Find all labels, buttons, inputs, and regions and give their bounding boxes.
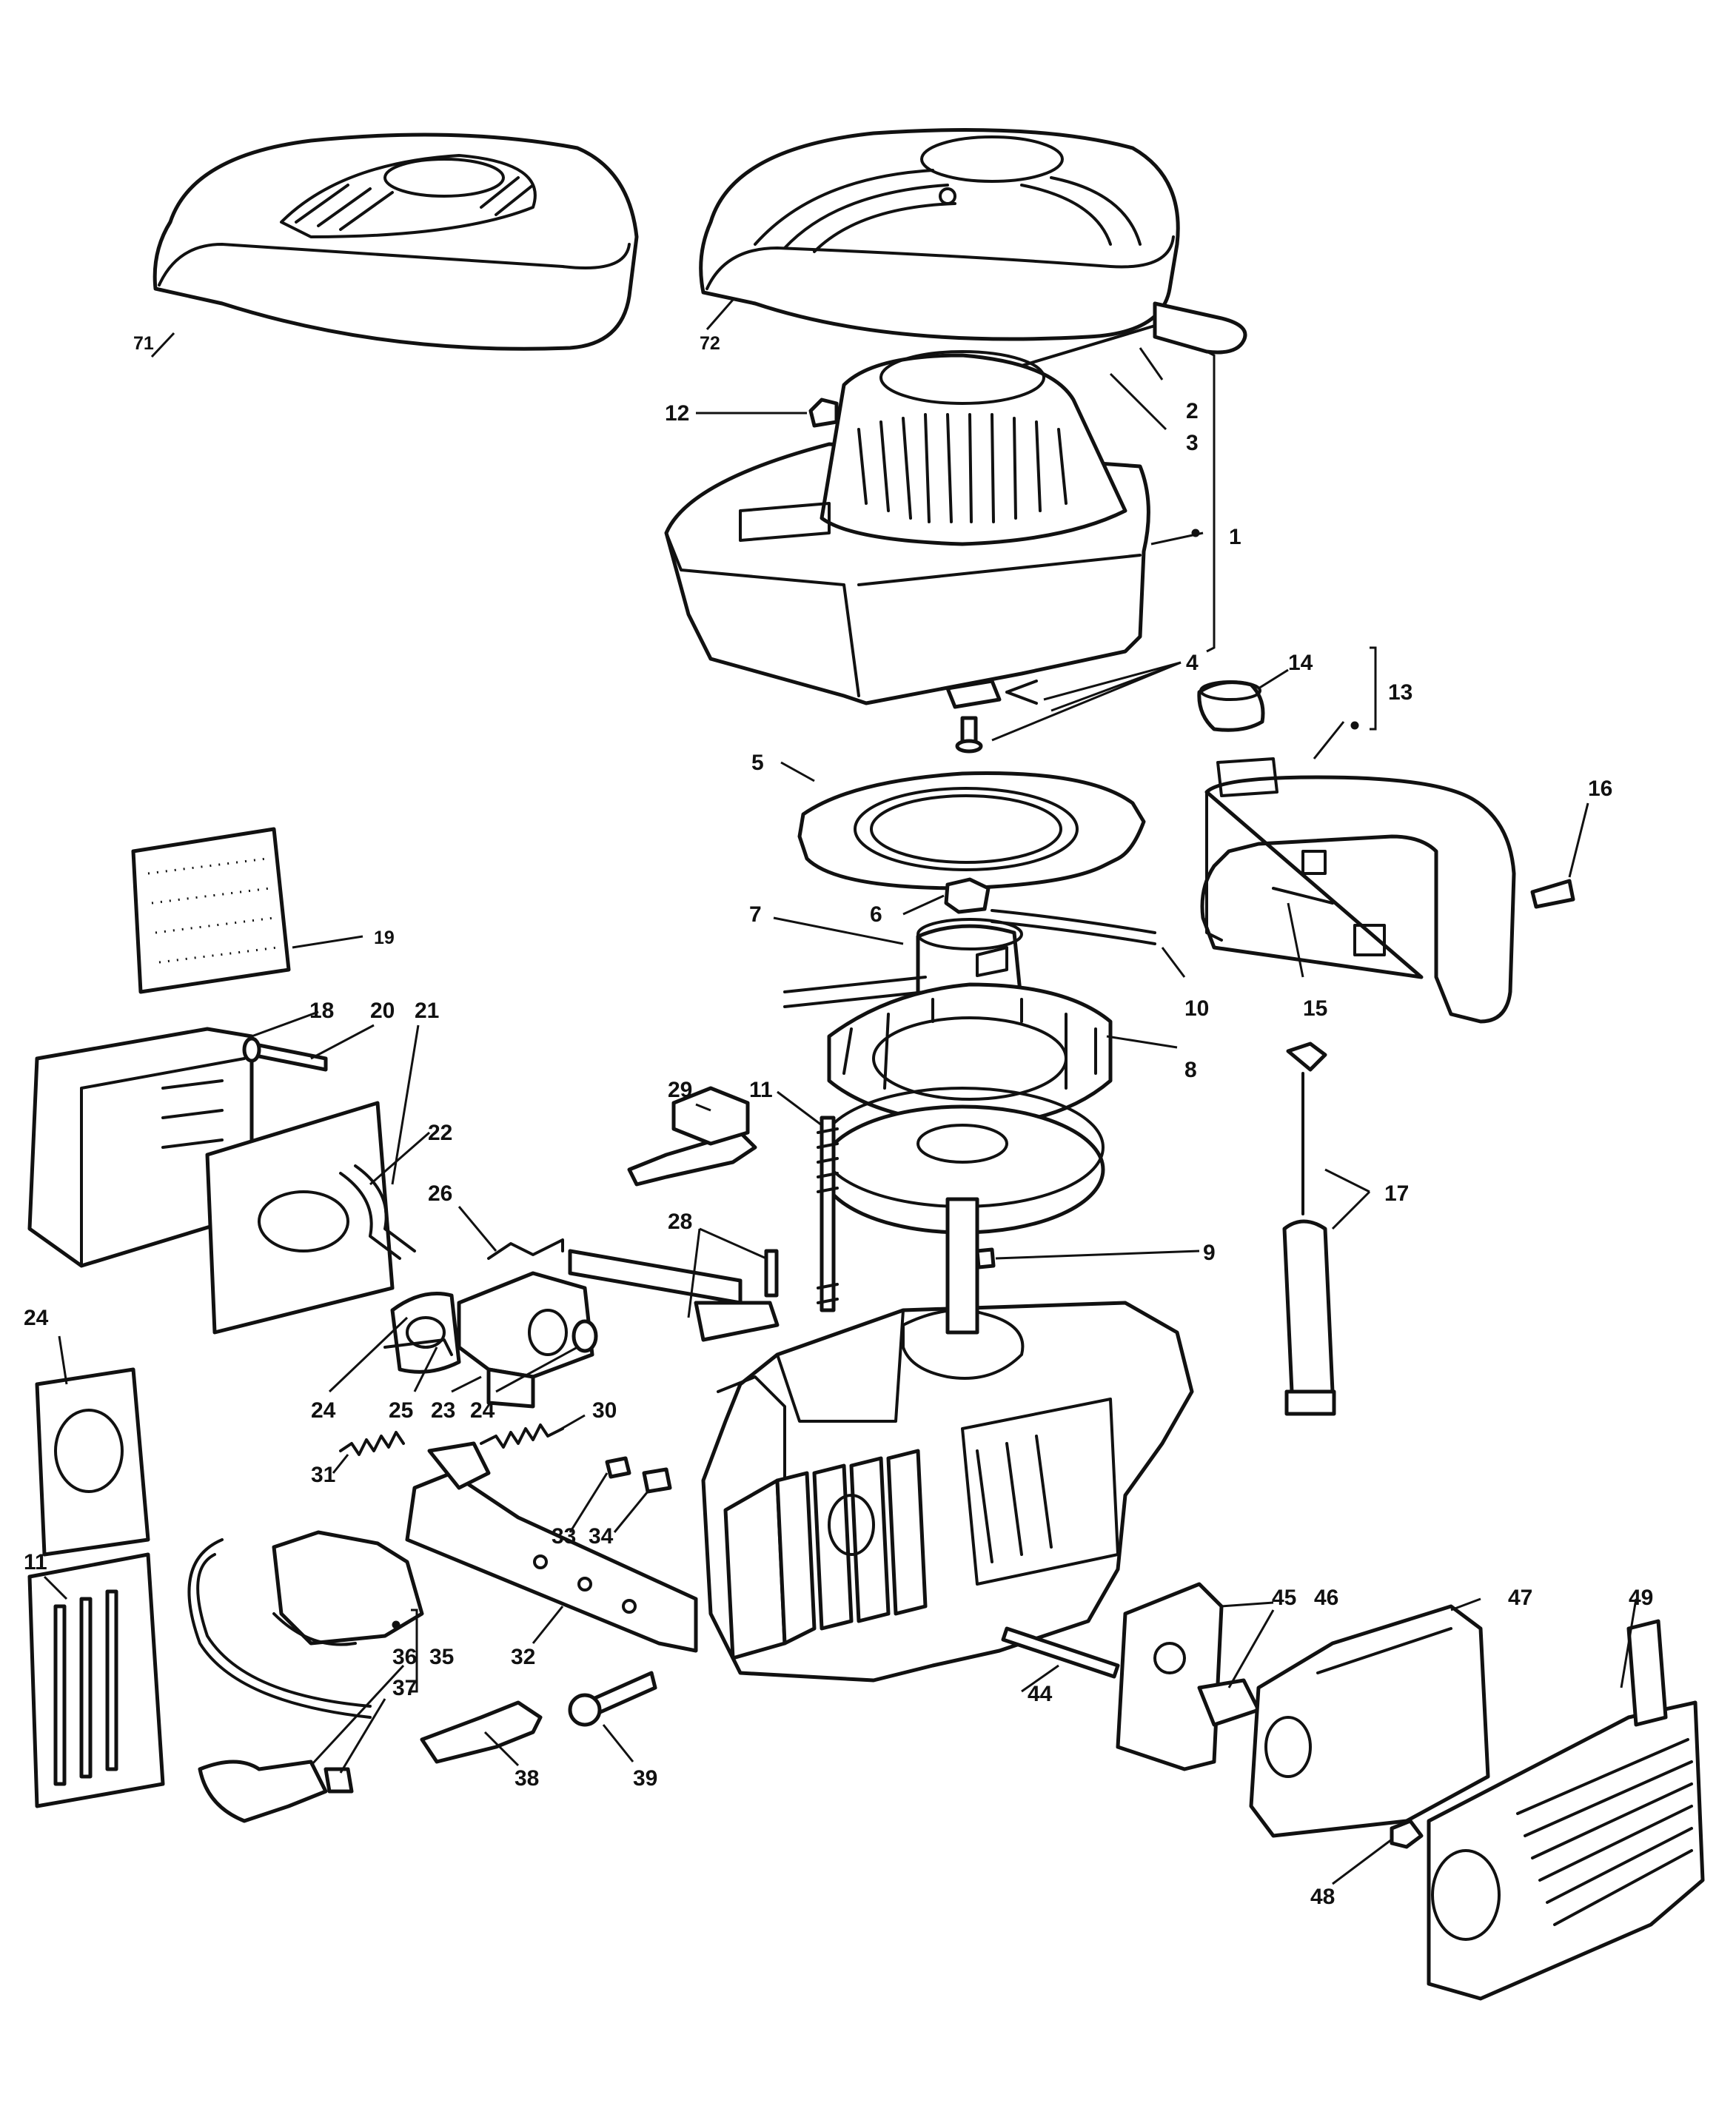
part-31-spring <box>339 1431 405 1456</box>
part-24-gasket-kit <box>35 1367 150 1557</box>
part-28-governor <box>568 1249 780 1342</box>
callout-44: 44 <box>1028 1682 1053 1706</box>
callout-10: 10 <box>1184 996 1209 1021</box>
part-15-pin <box>1272 887 1334 905</box>
callout-38: 38 <box>515 1766 539 1791</box>
callout-45: 45 <box>1272 1586 1296 1610</box>
callout-6: 6 <box>870 902 882 927</box>
part-engine-block <box>701 1197 1194 1683</box>
part-5-plate <box>797 771 1146 890</box>
part-34-clip <box>642 1467 672 1494</box>
callout-24-oring: 24 <box>470 1398 495 1423</box>
part-45-heat-shield <box>1116 1582 1224 1771</box>
callout-28: 28 <box>668 1210 692 1234</box>
part-19-filter <box>131 827 291 994</box>
callout-32: 32 <box>511 1645 535 1669</box>
callout-24-gasket: 24 <box>311 1398 336 1423</box>
callout-3: 3 <box>1186 431 1199 455</box>
callout-13: 13 <box>1388 680 1412 705</box>
part-49-muffler-guard <box>1427 1619 1705 2001</box>
part-33-screw <box>605 1456 631 1479</box>
part-1-blower-housing <box>664 350 1150 705</box>
callout-8: 8 <box>1184 1058 1197 1082</box>
callout-29: 29 <box>668 1078 692 1102</box>
callout-17: 17 <box>1384 1181 1409 1206</box>
part-37-clip <box>324 1767 354 1794</box>
part-12-nut <box>808 398 839 428</box>
part-25-link <box>383 1338 453 1356</box>
callout-23: 23 <box>431 1398 455 1423</box>
callout-49: 49 <box>1629 1586 1653 1610</box>
part-14-fuel-cap <box>1197 680 1265 732</box>
part-20-bolt <box>242 1036 328 1072</box>
part-16-screw <box>1530 879 1575 909</box>
part-32-control-plate <box>405 1441 698 1653</box>
callout-4: 4 <box>1186 651 1199 675</box>
part-30-spring <box>480 1423 564 1449</box>
part-29-bracket <box>627 1086 757 1187</box>
part-17-dipstick <box>1282 1042 1336 1416</box>
callout-5: 5 <box>751 751 764 775</box>
callout-36: 36 <box>392 1645 417 1669</box>
part-26-spring-link <box>487 1238 564 1260</box>
callout-20: 20 <box>370 999 395 1023</box>
callout-labels: 71 72 2 3 12 1 4 14 13 5 16 6 7 19 10 15… <box>24 333 1653 1909</box>
part-38-spark-plug <box>420 1700 543 1764</box>
callout-34: 34 <box>589 1524 614 1549</box>
callout-35: 35 <box>429 1645 454 1669</box>
part-6-nut <box>944 877 991 914</box>
callout-9: 9 <box>1203 1241 1216 1265</box>
part-13-fuel-tank <box>1200 757 1516 1024</box>
part-4-pawl <box>945 679 1038 754</box>
part-21-filter-base <box>205 1101 395 1335</box>
part-11-stud-kit <box>27 1552 165 1808</box>
part-36-spark-plug-cap <box>198 1760 328 1823</box>
part-8-fan <box>827 982 1113 1127</box>
callout-24-left: 24 <box>24 1306 49 1330</box>
part-71-top-cover <box>153 133 639 351</box>
callout-11-kit: 11 <box>24 1550 47 1574</box>
part-48-nut <box>1390 1819 1424 1849</box>
callout-46: 46 <box>1314 1586 1338 1610</box>
part-72-top-cover <box>699 128 1180 341</box>
part-24-oring <box>572 1319 598 1353</box>
callout-15: 15 <box>1303 996 1327 1021</box>
callout-22: 22 <box>428 1121 452 1145</box>
callout-7: 7 <box>749 902 762 927</box>
callout-11-stud: 11 <box>749 1078 773 1102</box>
callout-12: 12 <box>665 401 689 426</box>
part-9-key <box>975 1247 996 1269</box>
part-11-stud <box>817 1116 839 1312</box>
callout-21: 21 <box>415 999 439 1023</box>
callout-31: 31 <box>311 1463 335 1487</box>
part-39-bolt <box>568 1671 657 1727</box>
callout-2: 2 <box>1186 399 1199 423</box>
callout-33: 33 <box>552 1524 576 1549</box>
callout-14: 14 <box>1288 651 1313 675</box>
callout-25: 25 <box>389 1398 413 1423</box>
callout-37: 37 <box>392 1676 417 1700</box>
part-47-muffler <box>1249 1604 1490 1838</box>
leader-lines <box>43 299 1638 1885</box>
callout-72: 72 <box>700 333 720 354</box>
part-24-gasket <box>390 1292 461 1374</box>
callout-19: 19 <box>374 928 395 948</box>
callout-39: 39 <box>633 1766 657 1791</box>
callout-1: 1 <box>1229 525 1241 549</box>
callout-47: 47 <box>1508 1586 1532 1610</box>
part-35-ignition-coil <box>187 1530 424 1719</box>
callout-18: 18 <box>309 999 334 1023</box>
callout-16: 16 <box>1588 777 1612 801</box>
callout-48: 48 <box>1310 1885 1335 1909</box>
part-10-rod <box>783 909 1156 1008</box>
part-44-stud <box>1001 1626 1120 1679</box>
callout-71: 71 <box>133 333 154 354</box>
callout-30: 30 <box>592 1398 617 1423</box>
part-2-starter-handle <box>1005 301 1247 372</box>
part-22-breather-tube <box>339 1164 416 1260</box>
callout-26: 26 <box>428 1181 452 1206</box>
